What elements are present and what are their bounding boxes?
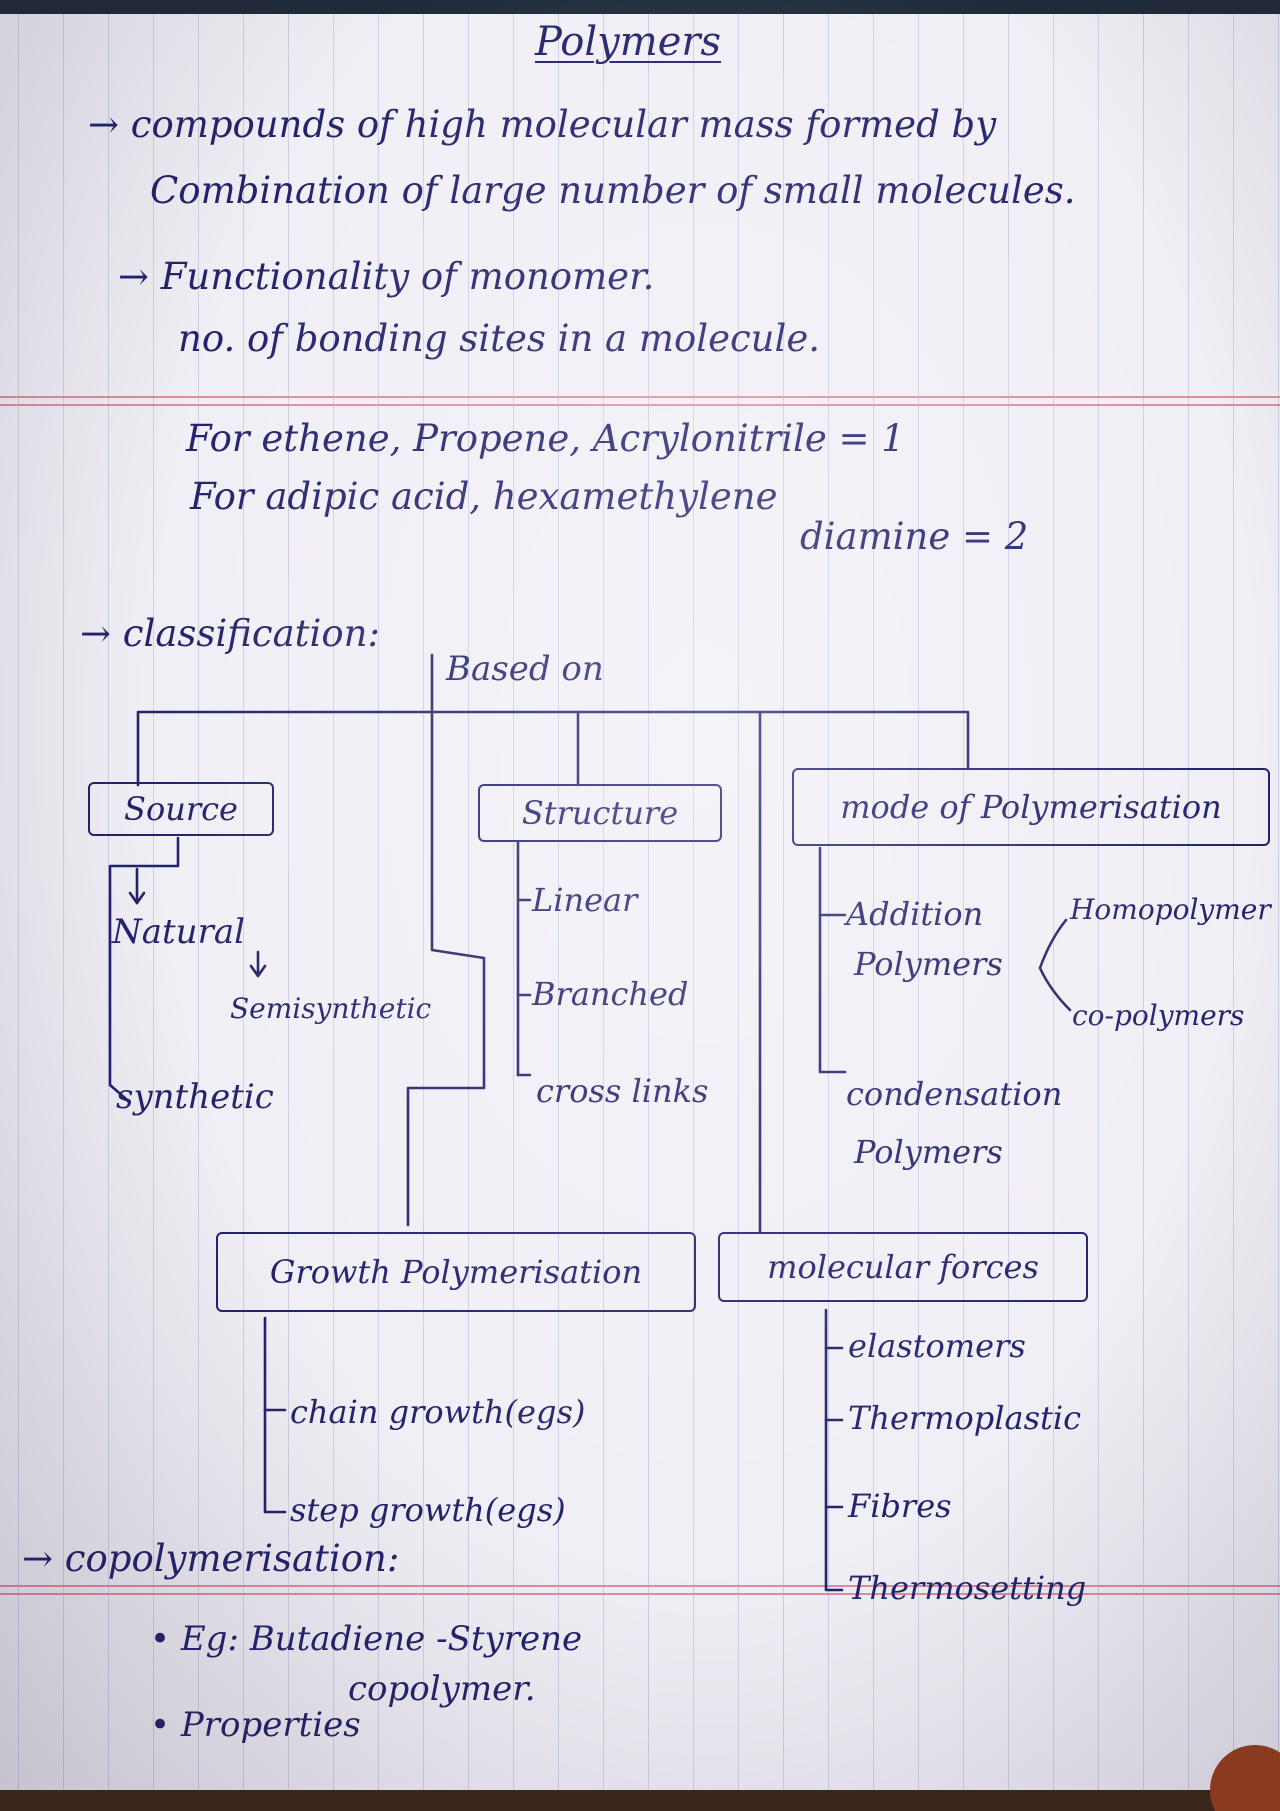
margin-line-bottom-2	[0, 1593, 1280, 1595]
copolymer-example-cont: copolymer.	[348, 1669, 536, 1709]
intro-line-6: For adipic acid, hexamethylene	[190, 475, 778, 518]
mode-condensation-polymers: Polymers	[854, 1133, 1003, 1171]
structure-cross-links: cross links	[536, 1072, 709, 1110]
growth-box: Growth Polymerisation	[216, 1232, 696, 1312]
copolymerisation-heading: → copolymerisation:	[22, 1537, 400, 1580]
mode-box: mode of Polymerisation	[792, 768, 1270, 846]
copolymer-example: • Eg: Butadiene -Styrene	[150, 1619, 583, 1659]
bottom-edge	[0, 1790, 1280, 1811]
margin-line-bottom-1	[0, 1585, 1280, 1587]
structure-linear: Linear	[532, 881, 638, 919]
based-on-label: Based on	[446, 649, 604, 689]
intro-line-3: → Functionality of monomer.	[118, 255, 655, 298]
forces-box: molecular forces	[718, 1232, 1088, 1302]
page-title: Polymers	[535, 19, 722, 65]
source-synthetic: synthetic	[116, 1077, 274, 1117]
forces-thermoplastic: Thermoplastic	[848, 1399, 1082, 1437]
source-natural: Natural	[112, 912, 245, 952]
growth-chain: chain growth(egs)	[290, 1393, 586, 1431]
intro-line-4: no. of bonding sites in a molecule.	[178, 317, 821, 360]
structure-branched: Branched	[532, 975, 689, 1013]
source-box: Source	[88, 782, 274, 836]
mode-homopolymer: Homopolymer	[1070, 893, 1271, 926]
mode-addition-polymers: Polymers	[854, 945, 1003, 983]
forces-thermosetting: Thermosetting	[848, 1569, 1087, 1607]
intro-line-1: → compounds of high molecular mass forme…	[88, 103, 997, 146]
margin-line-top-1	[0, 396, 1280, 398]
top-edge	[0, 0, 1280, 14]
copolymer-properties: • Properties	[150, 1705, 361, 1745]
mode-condensation: condensation	[846, 1075, 1063, 1113]
growth-step: step growth(egs)	[290, 1491, 566, 1529]
intro-line-2: Combination of large number of small mol…	[150, 169, 1076, 212]
mode-addition: Addition	[846, 895, 984, 933]
mode-copolymers: co-polymers	[1072, 999, 1245, 1032]
intro-line-5: For ethene, Propene, Acrylonitrile = 1	[186, 417, 905, 460]
forces-elastomers: elastomers	[848, 1327, 1026, 1365]
source-semisynthetic: Semisynthetic	[230, 992, 432, 1025]
margin-line-top-2	[0, 404, 1280, 406]
intro-line-7: diamine = 2	[800, 515, 1029, 558]
classification-heading: → classification:	[80, 612, 380, 655]
forces-fibres: Fibres	[848, 1487, 952, 1525]
structure-box: Structure	[478, 784, 722, 842]
